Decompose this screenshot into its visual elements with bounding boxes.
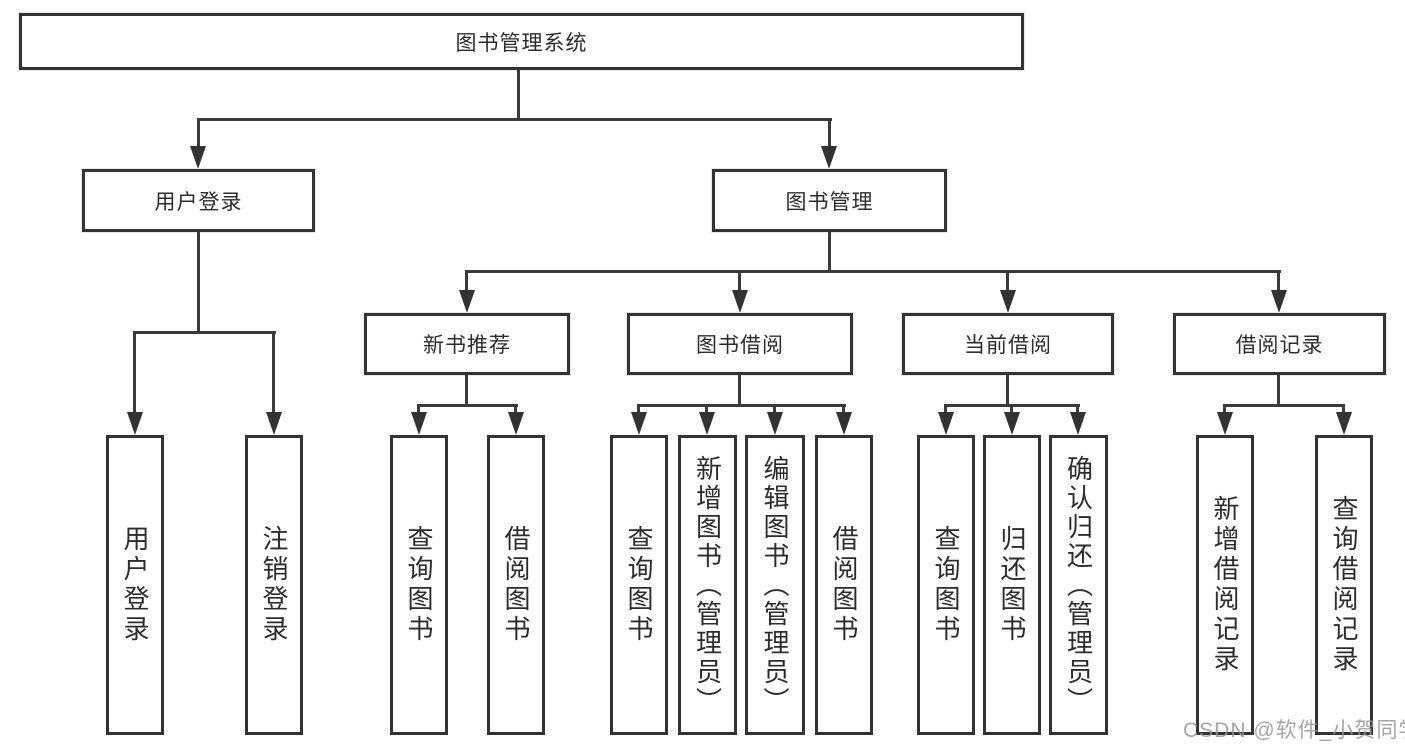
connector-vline xyxy=(1076,404,1079,414)
node-label: 图书借阅 xyxy=(696,334,784,357)
leaf-query-books-current: 查询图书 xyxy=(917,435,975,735)
node-book-management: 图书管理 xyxy=(712,169,947,232)
node-label: 新书推荐 xyxy=(423,334,511,357)
node-label: 注销登录 xyxy=(259,525,289,645)
leaf-confirm-return-admin: 确认归还（管理员） xyxy=(1049,435,1108,735)
connector-vline xyxy=(197,232,200,333)
node-label: 借阅图书 xyxy=(829,525,859,645)
connector-vline xyxy=(1223,404,1226,414)
leaf-query-books-borrow: 查询图书 xyxy=(610,435,668,735)
node-label: 新增图书（管理员） xyxy=(692,454,723,716)
node-label: 查询借阅记录 xyxy=(1329,495,1359,675)
connector-vline xyxy=(514,404,517,414)
arrow-down xyxy=(266,412,282,435)
leaf-logout: 注销登录 xyxy=(245,435,303,735)
arrow-down xyxy=(821,146,837,169)
arrow-down xyxy=(190,146,206,169)
arrow-down xyxy=(1271,290,1287,313)
connector-vline xyxy=(417,404,420,414)
arrow-down xyxy=(1004,412,1020,435)
connector-hline xyxy=(466,270,1281,273)
node-new-book-recommendation: 新书推荐 xyxy=(364,313,570,375)
connector-hline xyxy=(1224,404,1345,407)
connector-vline xyxy=(773,404,776,414)
leaf-query-borrow-record: 查询借阅记录 xyxy=(1315,435,1373,735)
arrow-down xyxy=(508,412,524,435)
connector-vline xyxy=(133,331,136,412)
node-book-borrowing: 图书借阅 xyxy=(627,313,853,375)
node-label: 图书管理 xyxy=(785,190,874,214)
connector-hline xyxy=(418,404,518,407)
node-label: 查询图书 xyxy=(624,525,654,645)
connector-hline xyxy=(197,118,832,121)
connector-hline xyxy=(133,331,276,334)
leaf-user-login: 用户登录 xyxy=(106,435,164,735)
connector-vline xyxy=(738,375,741,406)
leaf-query-books-recommend: 查询图书 xyxy=(390,435,448,735)
node-borrowing-records: 借阅记录 xyxy=(1173,313,1386,375)
arrow-down xyxy=(1000,290,1016,313)
node-label: 借阅记录 xyxy=(1235,334,1324,357)
leaf-edit-books-admin: 编辑图书（管理员） xyxy=(745,435,805,735)
connector-vline xyxy=(197,118,200,146)
leaf-return-books: 归还图书 xyxy=(983,435,1041,735)
connector-vline xyxy=(1006,375,1009,406)
node-label: 新增借阅记录 xyxy=(1210,495,1240,675)
connector-vline xyxy=(705,404,708,414)
node-library-management-system: 图书管理系统 xyxy=(19,13,1024,70)
arrow-down xyxy=(1070,412,1086,435)
node-label: 用户登录 xyxy=(120,525,150,645)
connector-vline xyxy=(842,404,845,414)
arrow-down xyxy=(699,412,715,435)
node-current-borrowing: 当前借阅 xyxy=(902,313,1114,375)
leaf-borrow-books-recommend: 借阅图书 xyxy=(487,435,545,735)
connector-vline xyxy=(944,404,947,414)
connector-vline xyxy=(637,404,640,414)
node-label: 查询图书 xyxy=(404,525,434,645)
connector-vline xyxy=(1277,270,1280,292)
connector-vline xyxy=(1010,404,1013,414)
leaf-borrow-books: 借阅图书 xyxy=(815,435,873,735)
connector-vline xyxy=(1277,375,1280,406)
arrow-down xyxy=(459,290,475,313)
node-label: 用户登录 xyxy=(154,190,243,214)
arrow-down xyxy=(127,412,143,435)
arrow-down xyxy=(732,290,748,313)
connector-vline xyxy=(517,70,520,120)
connector-vline xyxy=(828,232,831,272)
arrow-down xyxy=(1217,412,1233,435)
connector-vline xyxy=(1006,270,1009,292)
node-label: 借阅图书 xyxy=(501,525,531,645)
connector-vline xyxy=(465,270,468,292)
arrow-down xyxy=(411,412,427,435)
node-label: 归还图书 xyxy=(997,525,1027,645)
arrow-down xyxy=(767,412,783,435)
node-user-login: 用户登录 xyxy=(82,169,315,232)
arrow-down xyxy=(1336,412,1352,435)
arrow-down xyxy=(631,412,647,435)
connector-vline xyxy=(272,331,275,412)
connector-vline xyxy=(465,375,468,406)
arrow-down xyxy=(938,412,954,435)
node-label: 编辑图书（管理员） xyxy=(760,454,790,716)
node-label: 当前借阅 xyxy=(964,334,1052,357)
node-label: 图书管理系统 xyxy=(455,31,588,55)
node-label: 查询图书 xyxy=(931,525,961,645)
connector-vline xyxy=(828,118,831,146)
connector-vline xyxy=(738,270,741,292)
arrow-down xyxy=(836,412,852,435)
connector-vline xyxy=(1342,404,1345,414)
leaf-add-borrow-record: 新增借阅记录 xyxy=(1196,435,1254,735)
leaf-add-books-admin: 新增图书（管理员） xyxy=(678,435,737,735)
csdn-watermark: CSDN @软件_小贺同学 xyxy=(1183,719,1405,742)
connector-hline xyxy=(638,404,846,407)
node-label: 确认归还（管理员） xyxy=(1063,454,1094,716)
